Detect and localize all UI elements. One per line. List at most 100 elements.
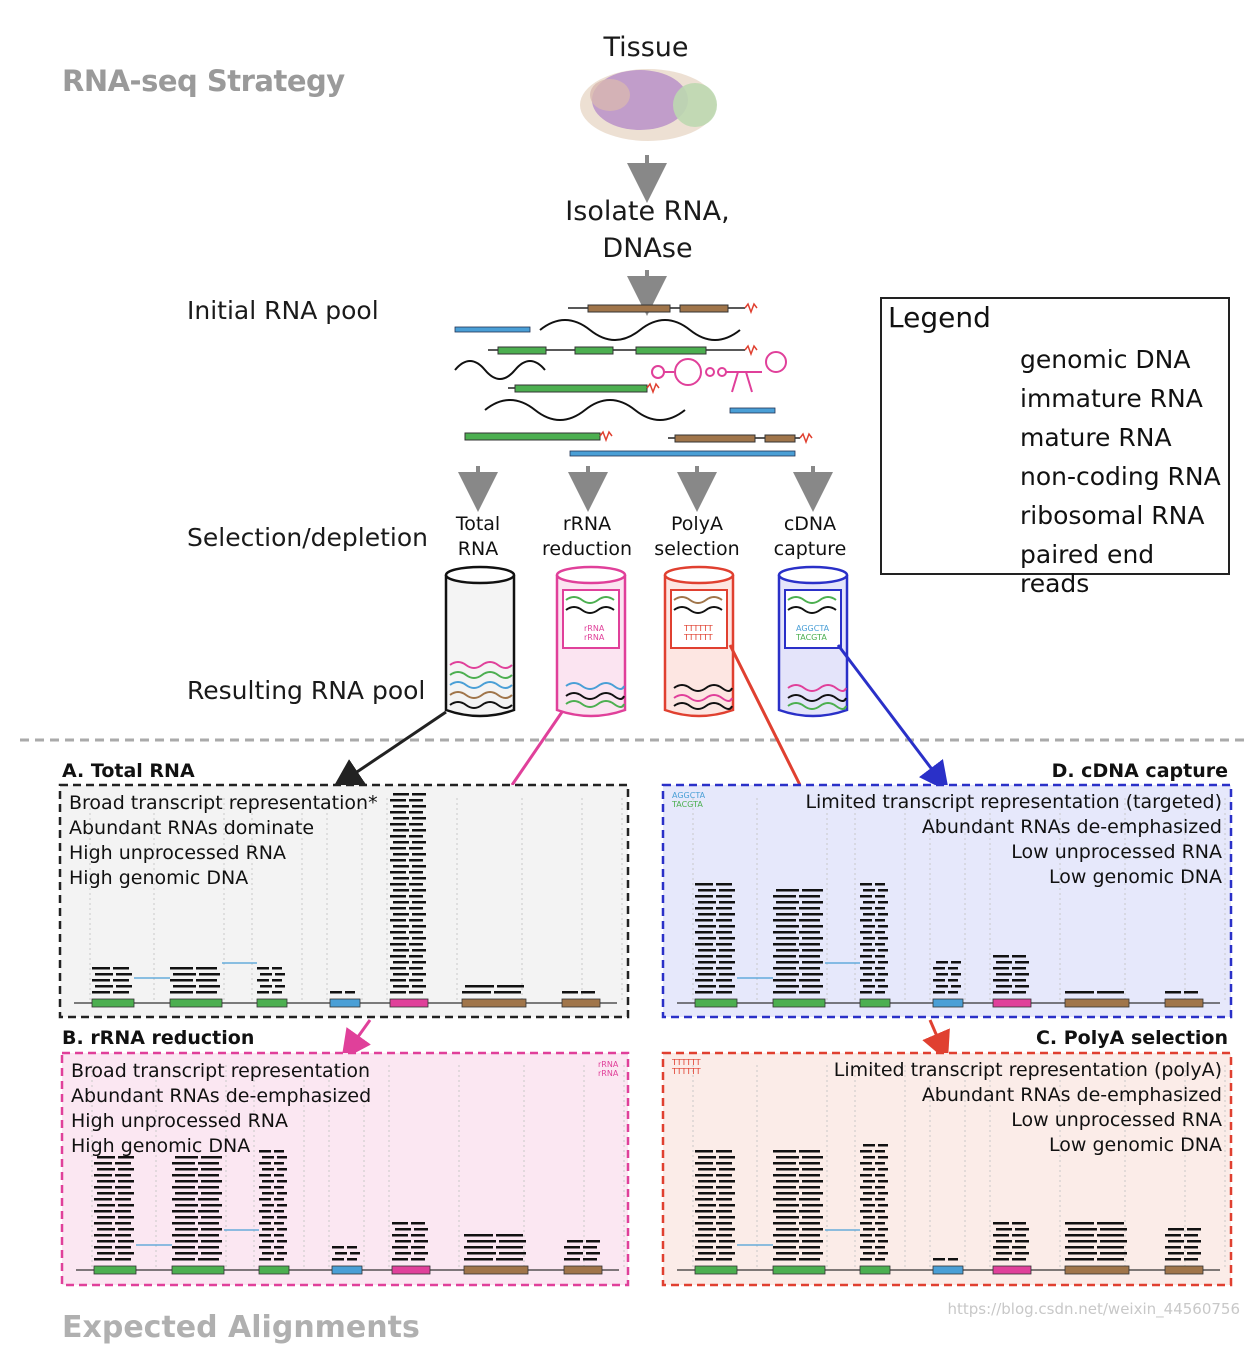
read-mark — [274, 1150, 284, 1153]
read-mark — [262, 1240, 274, 1243]
read-mark — [799, 1258, 820, 1261]
read-mark — [390, 871, 406, 874]
read-mark — [936, 985, 948, 988]
isolate-step: Isolate RNA, DNAse — [540, 193, 755, 267]
read-mark — [1012, 1246, 1026, 1249]
read-mark — [262, 1168, 274, 1171]
read-mark — [875, 1210, 885, 1213]
read-mark — [716, 1186, 732, 1189]
exon-block — [1164, 1265, 1204, 1275]
tube-rrna-reduction — [555, 565, 627, 718]
read-mark — [875, 1198, 885, 1201]
panel-text-line: High genomic DNA — [69, 867, 249, 889]
column-total-rna: Total RNA — [423, 512, 533, 562]
read-mark — [464, 1234, 493, 1237]
read-mark — [412, 865, 426, 868]
panel-text-line: Broad transcript representation* — [69, 792, 378, 814]
read-mark — [799, 979, 820, 982]
read-mark — [262, 1216, 274, 1219]
read-mark — [390, 799, 406, 802]
exon-block — [329, 998, 361, 1008]
read-mark — [277, 1252, 287, 1255]
read-mark — [467, 1252, 496, 1255]
read-mark — [716, 919, 732, 922]
read-mark — [170, 979, 193, 982]
read-mark — [464, 1246, 493, 1249]
read-mark — [390, 823, 406, 826]
read-mark — [175, 1180, 198, 1183]
read-mark — [277, 1204, 287, 1207]
read-mark — [776, 1240, 799, 1243]
read-mark — [390, 979, 406, 982]
read-mark — [996, 1252, 1012, 1255]
read-mark — [695, 1150, 713, 1153]
read-mark — [860, 1162, 872, 1165]
read-mark — [201, 1228, 222, 1231]
step-selection: Selection/depletion — [187, 523, 428, 552]
read-mark — [97, 1240, 115, 1243]
read-mark — [172, 1186, 195, 1189]
cdna-tag: AGGCTA TACGTA — [796, 624, 829, 642]
read-mark — [878, 985, 888, 988]
read-mark — [262, 1204, 274, 1207]
read-mark — [172, 1174, 195, 1177]
read-mark — [412, 949, 426, 952]
read-mark — [409, 943, 423, 946]
read-mark — [393, 805, 409, 808]
read-mark — [716, 907, 732, 910]
read-mark — [274, 1222, 284, 1225]
read-mark — [115, 1234, 131, 1237]
read-mark — [412, 985, 426, 988]
read-mark — [277, 1156, 287, 1159]
panel-text-line: High unprocessed RNA — [69, 842, 287, 864]
read-mark — [799, 1246, 820, 1249]
read-mark — [695, 919, 713, 922]
read-mark — [562, 991, 578, 994]
exon-block — [992, 998, 1032, 1008]
read-mark — [411, 1246, 425, 1249]
read-mark — [860, 1186, 872, 1189]
read-mark — [695, 907, 713, 910]
read-mark — [860, 1222, 872, 1225]
read-mark — [695, 931, 713, 934]
read-mark — [719, 1156, 735, 1159]
read-mark — [875, 1186, 885, 1189]
read-mark — [1015, 961, 1029, 964]
read-mark — [92, 967, 110, 970]
read-mark — [113, 991, 129, 994]
exon-block — [171, 1265, 225, 1275]
read-mark — [695, 1258, 713, 1261]
read-mark — [390, 907, 406, 910]
read-mark — [175, 1168, 198, 1171]
read-mark — [95, 985, 113, 988]
read-mark — [1097, 991, 1124, 994]
read-mark — [719, 1204, 735, 1207]
read-mark — [393, 889, 409, 892]
legend-item-ribosomal-rna: ribosomal RNA — [1020, 501, 1205, 530]
read-mark — [1015, 1228, 1029, 1231]
read-mark — [933, 991, 945, 994]
exon-block — [461, 998, 527, 1008]
read-mark — [411, 1234, 425, 1237]
read-mark — [201, 1216, 222, 1219]
read-mark — [951, 985, 961, 988]
read-mark — [863, 1216, 875, 1219]
read-mark — [802, 913, 823, 916]
read-mark — [198, 1198, 219, 1201]
panel-text-line: Low genomic DNA — [1049, 1134, 1222, 1156]
read-mark — [94, 1258, 112, 1261]
read-mark — [262, 1228, 274, 1231]
read-mark — [875, 931, 885, 934]
read-mark — [409, 799, 423, 802]
read-mark — [1165, 991, 1181, 994]
read-mark — [272, 967, 282, 970]
read-mark — [583, 1246, 597, 1249]
read-mark — [393, 793, 409, 796]
read-mark — [94, 1198, 112, 1201]
read-mark — [94, 1162, 112, 1165]
read-mark — [94, 1174, 112, 1177]
read-mark — [802, 1156, 823, 1159]
read-mark — [393, 829, 409, 832]
read-mark — [996, 1240, 1012, 1243]
read-mark — [332, 1246, 344, 1249]
